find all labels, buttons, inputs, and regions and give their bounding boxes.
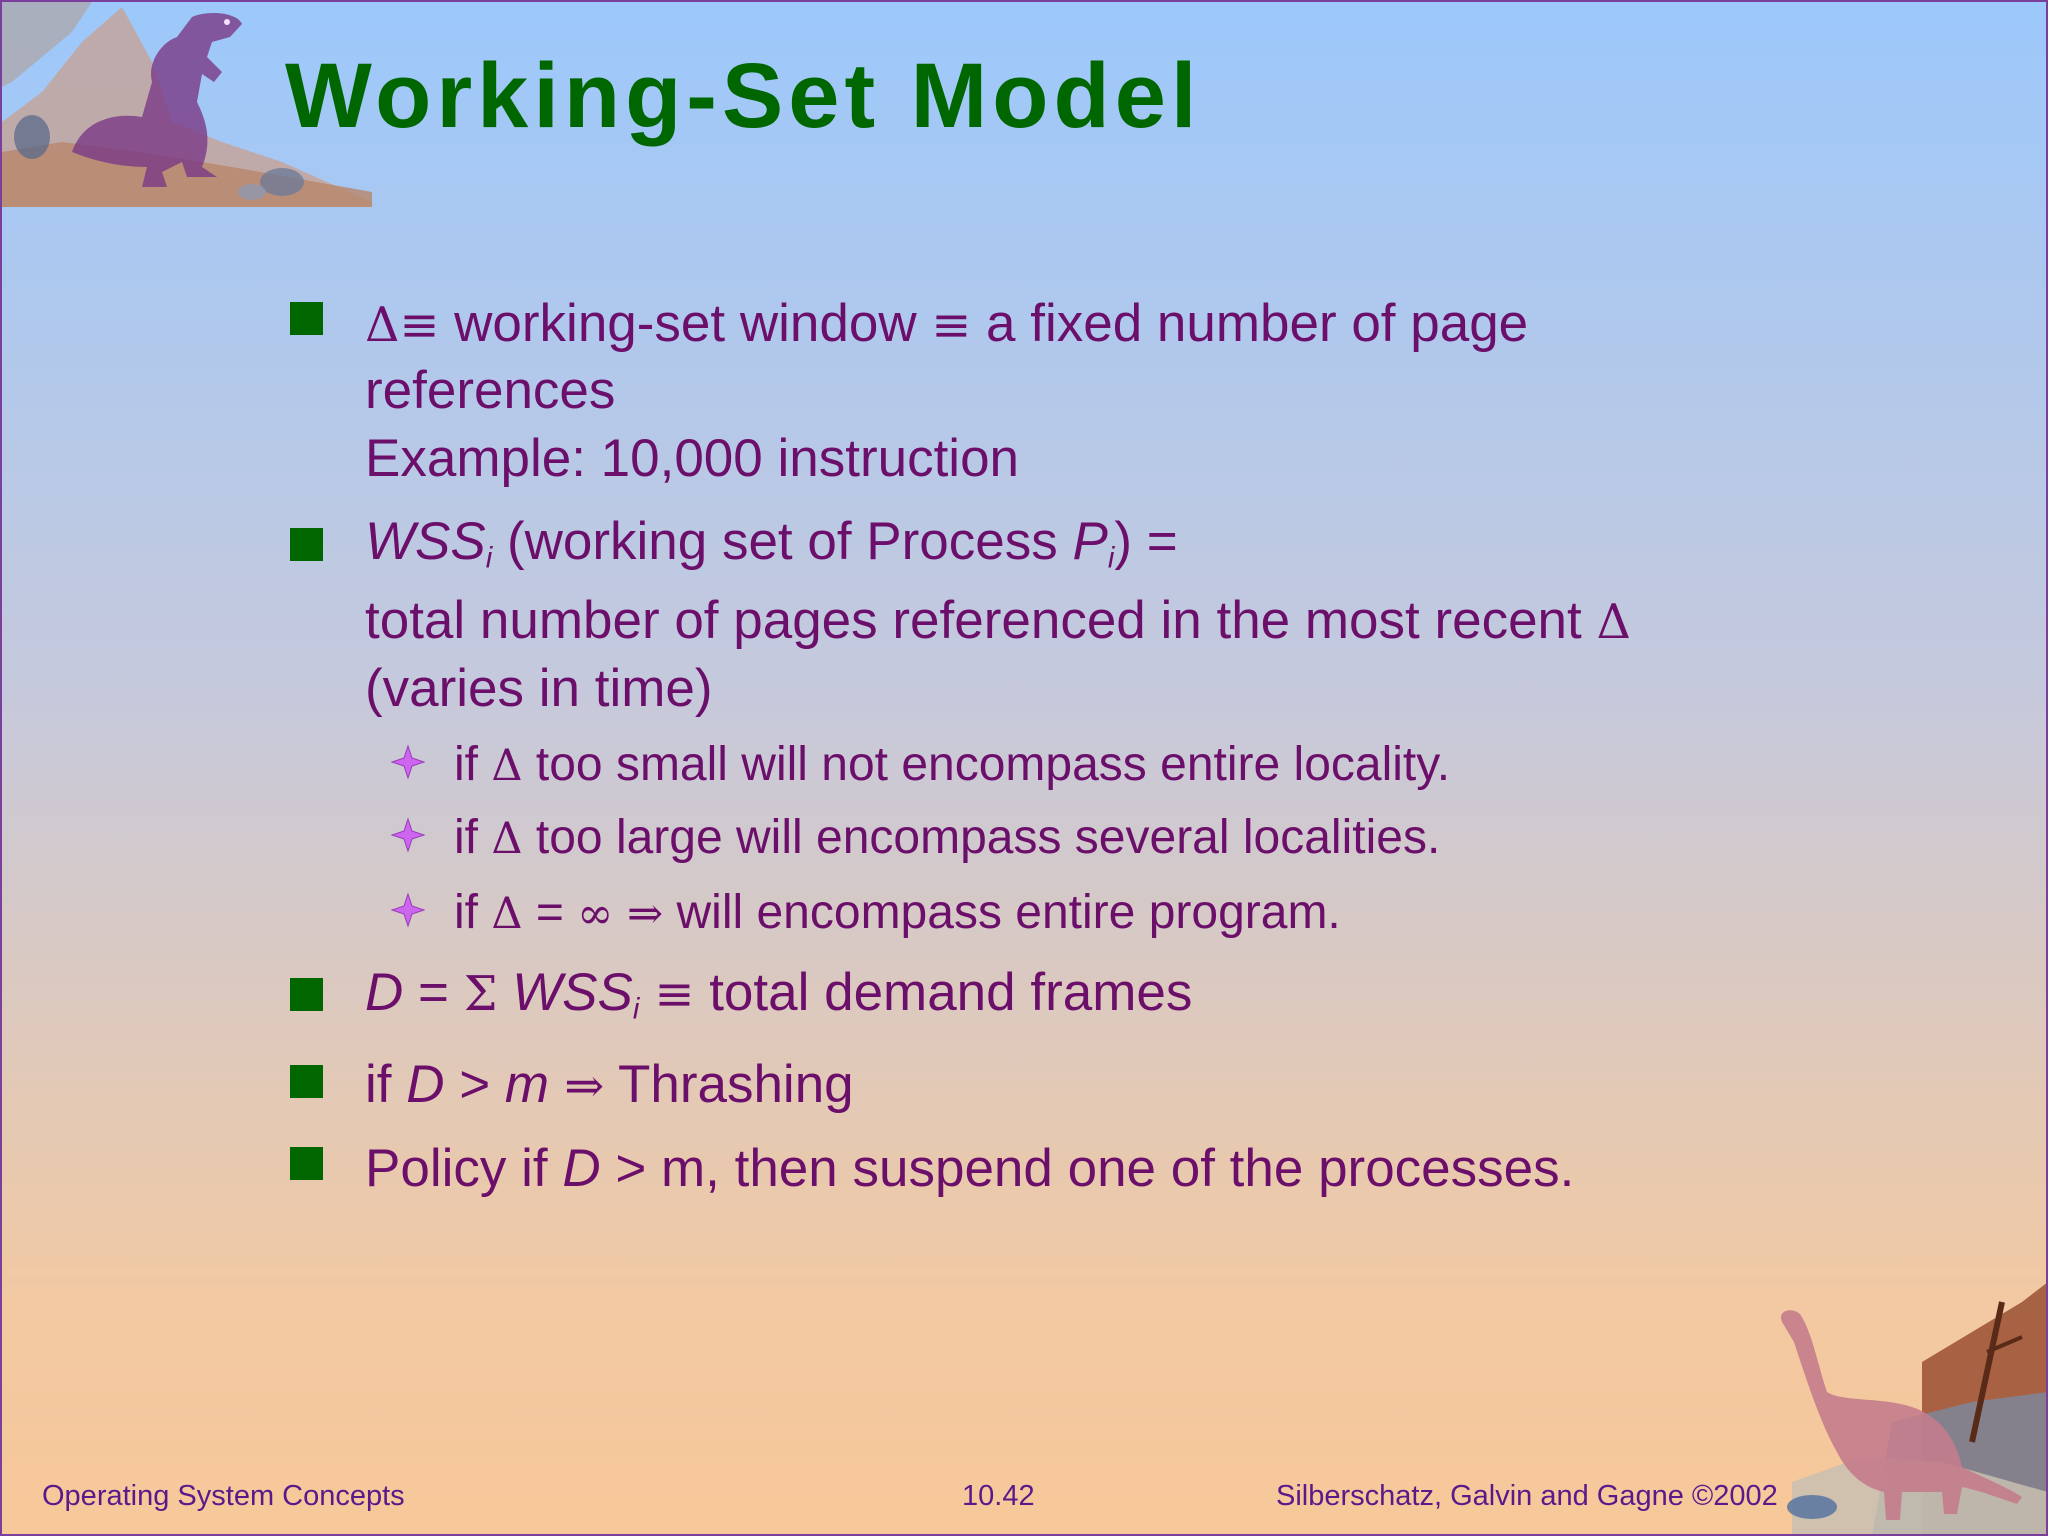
delta-symbol: Δ: [491, 814, 523, 864]
delta-symbol: Δ: [491, 889, 523, 939]
bullet-1-line-2: references: [365, 361, 616, 420]
bullet-2-line-2: total number of pages referenced in the …: [365, 594, 1631, 647]
delta-symbol: Δ: [365, 298, 400, 353]
square-bullet-icon: [290, 528, 323, 561]
bullet-3-text: total demand frames: [694, 963, 1193, 1022]
sub-bullet-3-text: will encompass entire program.: [663, 886, 1341, 939]
delta-symbol: Δ: [491, 741, 523, 791]
process-p-label: P: [1072, 512, 1108, 571]
bullet-1-line-1: Δ≡ working-set window ≡ a fixed number o…: [365, 297, 1528, 350]
trex-dinosaur-decoration: [2, 2, 372, 207]
wss-label: WSS: [497, 963, 633, 1022]
bullet-5-pre: Policy if: [365, 1139, 563, 1198]
bullet-2-text-b: ) =: [1114, 512, 1178, 571]
sub-bullet-1-pre: if: [454, 738, 492, 791]
bullet-2-line-2-text: total number of pages referenced in the …: [365, 591, 1597, 650]
delta-symbol: Δ: [1596, 595, 1631, 650]
sub-bullet-1-text: too small will not encompass entire loca…: [522, 738, 1451, 791]
bullet-2-line-3: (varies in time): [365, 659, 713, 718]
bullet-4-pre: if: [365, 1055, 407, 1114]
equiv-symbol: ≡: [931, 298, 972, 353]
square-bullet-icon: [290, 1147, 323, 1180]
bullet-5-text: > m, then suspend one of the processes.: [600, 1139, 1575, 1198]
footer-page-number: 10.42: [962, 1480, 1035, 1512]
bullet-4-line-1: if D > m ⇒ Thrashing: [365, 1058, 854, 1111]
slide-title: Working-Set Model: [285, 45, 1202, 147]
sub-bullet-1: if Δ too small will not encompass entire…: [454, 741, 1450, 789]
equiv-symbol: ≡: [399, 298, 440, 353]
equals-sign: =: [403, 963, 464, 1022]
bullet-5-line-1: Policy if D > m, then suspend one of the…: [365, 1142, 1574, 1195]
bullet-2-line-1: WSSi (working set of Process Pi) =: [365, 515, 1178, 574]
sigma-symbol: Σ: [463, 967, 498, 1022]
star-bullet-icon: [390, 744, 426, 780]
bullet-3-line-1: D = Σ WSSi ≡ total demand frames: [365, 966, 1192, 1025]
d-variable: D: [365, 963, 404, 1022]
sub-bullet-3: if Δ = ∞ ⇒ will encompass entire program…: [454, 889, 1341, 937]
sub-bullet-3-pre: if: [454, 886, 492, 939]
footer-right-authors: Silberschatz, Galvin and Gagne ©2002: [1276, 1480, 1778, 1512]
sub-bullet-2-text: too large will encompass several localit…: [522, 811, 1441, 864]
subscript-i: i: [485, 542, 493, 575]
footer-left-course-title: Operating System Concepts: [42, 1480, 405, 1512]
star-bullet-icon: [390, 892, 426, 928]
bullet-1-text-a: working-set window: [439, 294, 932, 353]
square-bullet-icon: [290, 302, 323, 335]
subscript-i: i: [632, 993, 640, 1026]
sub-bullet-2: if Δ too large will encompass several lo…: [454, 814, 1440, 862]
square-bullet-icon: [290, 978, 323, 1011]
d-variable: D: [406, 1055, 445, 1114]
implies-arrow-symbol: ⇒: [549, 1059, 605, 1114]
subscript-i: i: [1107, 542, 1115, 575]
sub-bullet-2-pre: if: [454, 811, 492, 864]
bullet-1-line-3: Example: 10,000 instruction: [365, 429, 1020, 488]
equals-sign: =: [522, 886, 578, 939]
infinity-symbol: ∞: [577, 889, 614, 939]
d-variable: D: [562, 1139, 601, 1198]
square-bullet-icon: [290, 1065, 323, 1098]
m-variable: m: [504, 1055, 550, 1114]
equiv-symbol: ≡: [639, 967, 695, 1022]
wss-label: WSS: [365, 512, 486, 571]
star-bullet-icon: [390, 817, 426, 853]
bullet-1-text-b: a fixed number of page: [971, 294, 1529, 353]
greater-than-sign: >: [444, 1055, 505, 1114]
sauropod-dinosaur-decoration: [1781, 1283, 2046, 1534]
bullet-2-text-a: (working set of Process: [492, 512, 1073, 571]
bullet-4-text: Thrashing: [604, 1055, 854, 1114]
implies-arrow-symbol: ⇒: [613, 889, 664, 939]
